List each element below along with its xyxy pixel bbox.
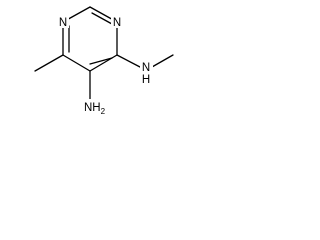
bond-c4-nh xyxy=(116,54,141,68)
atom-n1: N xyxy=(57,15,69,29)
bond-c6-c5 xyxy=(62,54,91,72)
bond-nh-methyl xyxy=(151,54,174,68)
atom-n1-label: N xyxy=(59,17,67,29)
atom-amino-subscript: 2 xyxy=(101,107,106,116)
atom-methylamino-h-label: H xyxy=(142,74,150,86)
atom-methylamino-n-label: N xyxy=(142,62,150,74)
atom-n3: N xyxy=(111,15,123,29)
atom-amino-nh2-label: NH2 xyxy=(84,102,106,116)
bond-c2-n3-inner xyxy=(91,12,113,25)
atom-n3-label: N xyxy=(113,17,121,29)
bond-c6-methyl xyxy=(34,54,64,72)
bond-c4-c5-inner xyxy=(89,57,113,65)
atom-amino-nh2: NH2 xyxy=(79,99,106,116)
atom-methylamino-n: N H xyxy=(140,59,153,86)
chemical-structure: N N N H NH2 xyxy=(34,6,174,116)
atom-amino-nh-text: NH xyxy=(84,102,101,114)
